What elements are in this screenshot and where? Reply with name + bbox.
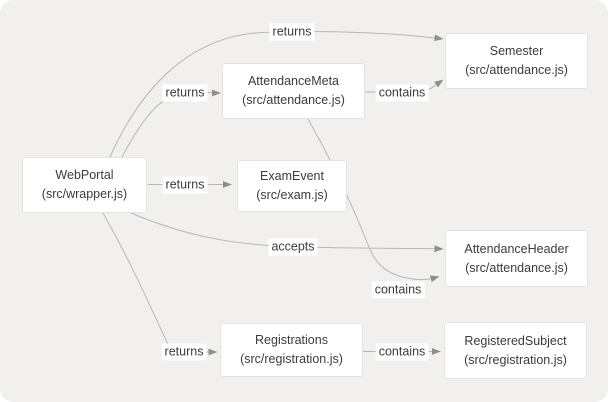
node-subtitle: (src/registration.js) bbox=[240, 352, 343, 366]
edge-label-webportal-attendanceheader: accepts bbox=[268, 238, 318, 256]
arrowhead-webportal-examevent-icon bbox=[223, 181, 232, 188]
node-semester[interactable]: Semester (src/attendance.js) bbox=[445, 33, 588, 89]
edge-label-webportal-attendancemeta: returns bbox=[162, 84, 208, 102]
edge-webportal-attendancemeta bbox=[121, 91, 214, 158]
node-subtitle: (src/exam.js) bbox=[256, 188, 328, 202]
edge-label-attendancemeta-semester: contains bbox=[375, 84, 429, 102]
node-title: AttendanceHeader bbox=[464, 241, 569, 256]
node-subtitle: (src/wrapper.js) bbox=[41, 187, 128, 201]
node-title: ExamEvent bbox=[260, 169, 324, 183]
edge-label-registrations-registeredsubject: contains bbox=[375, 343, 429, 360]
node-title: AttendanceMeta bbox=[247, 74, 340, 88]
arrowhead-attendancemeta-attendanceheader-icon bbox=[429, 275, 440, 283]
node-title: WebPortal bbox=[55, 168, 114, 182]
arrowhead-webportal-attendanceheader-icon bbox=[434, 245, 444, 253]
edge-label-webportal-examevent: returns bbox=[162, 176, 208, 193]
arrowhead-webportal-registrations-icon bbox=[208, 348, 218, 356]
node-title: RegisteredSubject bbox=[464, 333, 567, 348]
node-title: Semester bbox=[489, 44, 544, 58]
arrowhead-webportal-semester-icon bbox=[434, 34, 444, 42]
node-title: Registrations bbox=[255, 333, 328, 347]
node-subtitle: (src/attendance.js) bbox=[242, 93, 345, 107]
node-subtitle: (src/attendance.js) bbox=[465, 260, 568, 275]
node-subtitle: (src/registration.js) bbox=[464, 352, 567, 367]
arrowhead-registrations-registeredsubject-icon bbox=[432, 348, 441, 355]
node-webportal[interactable]: WebPortal (src/wrapper.js) bbox=[22, 157, 147, 213]
node-attendanceheader[interactable]: AttendanceHeader (src/attendance.js) bbox=[445, 230, 588, 287]
arrowhead-webportal-attendancemeta-icon bbox=[212, 89, 221, 97]
node-examevent[interactable]: ExamEvent (src/exam.js) bbox=[237, 160, 347, 212]
edge-label-attendancemeta-attendanceheader: contains bbox=[371, 281, 425, 299]
node-attendancemeta[interactable]: AttendanceMeta (src/attendance.js) bbox=[222, 63, 365, 119]
edge-webportal-semester bbox=[109, 30, 437, 158]
edge-label-webportal-semester: returns bbox=[269, 23, 315, 41]
edge-label-webportal-registrations: returns bbox=[161, 343, 207, 361]
arrowhead-attendancemeta-semester-icon bbox=[434, 79, 444, 88]
node-registeredsubject[interactable]: RegisteredSubject (src/registration.js) bbox=[444, 322, 587, 379]
node-subtitle: (src/attendance.js) bbox=[465, 63, 568, 77]
node-registrations[interactable]: Registrations (src/registration.js) bbox=[220, 323, 363, 377]
